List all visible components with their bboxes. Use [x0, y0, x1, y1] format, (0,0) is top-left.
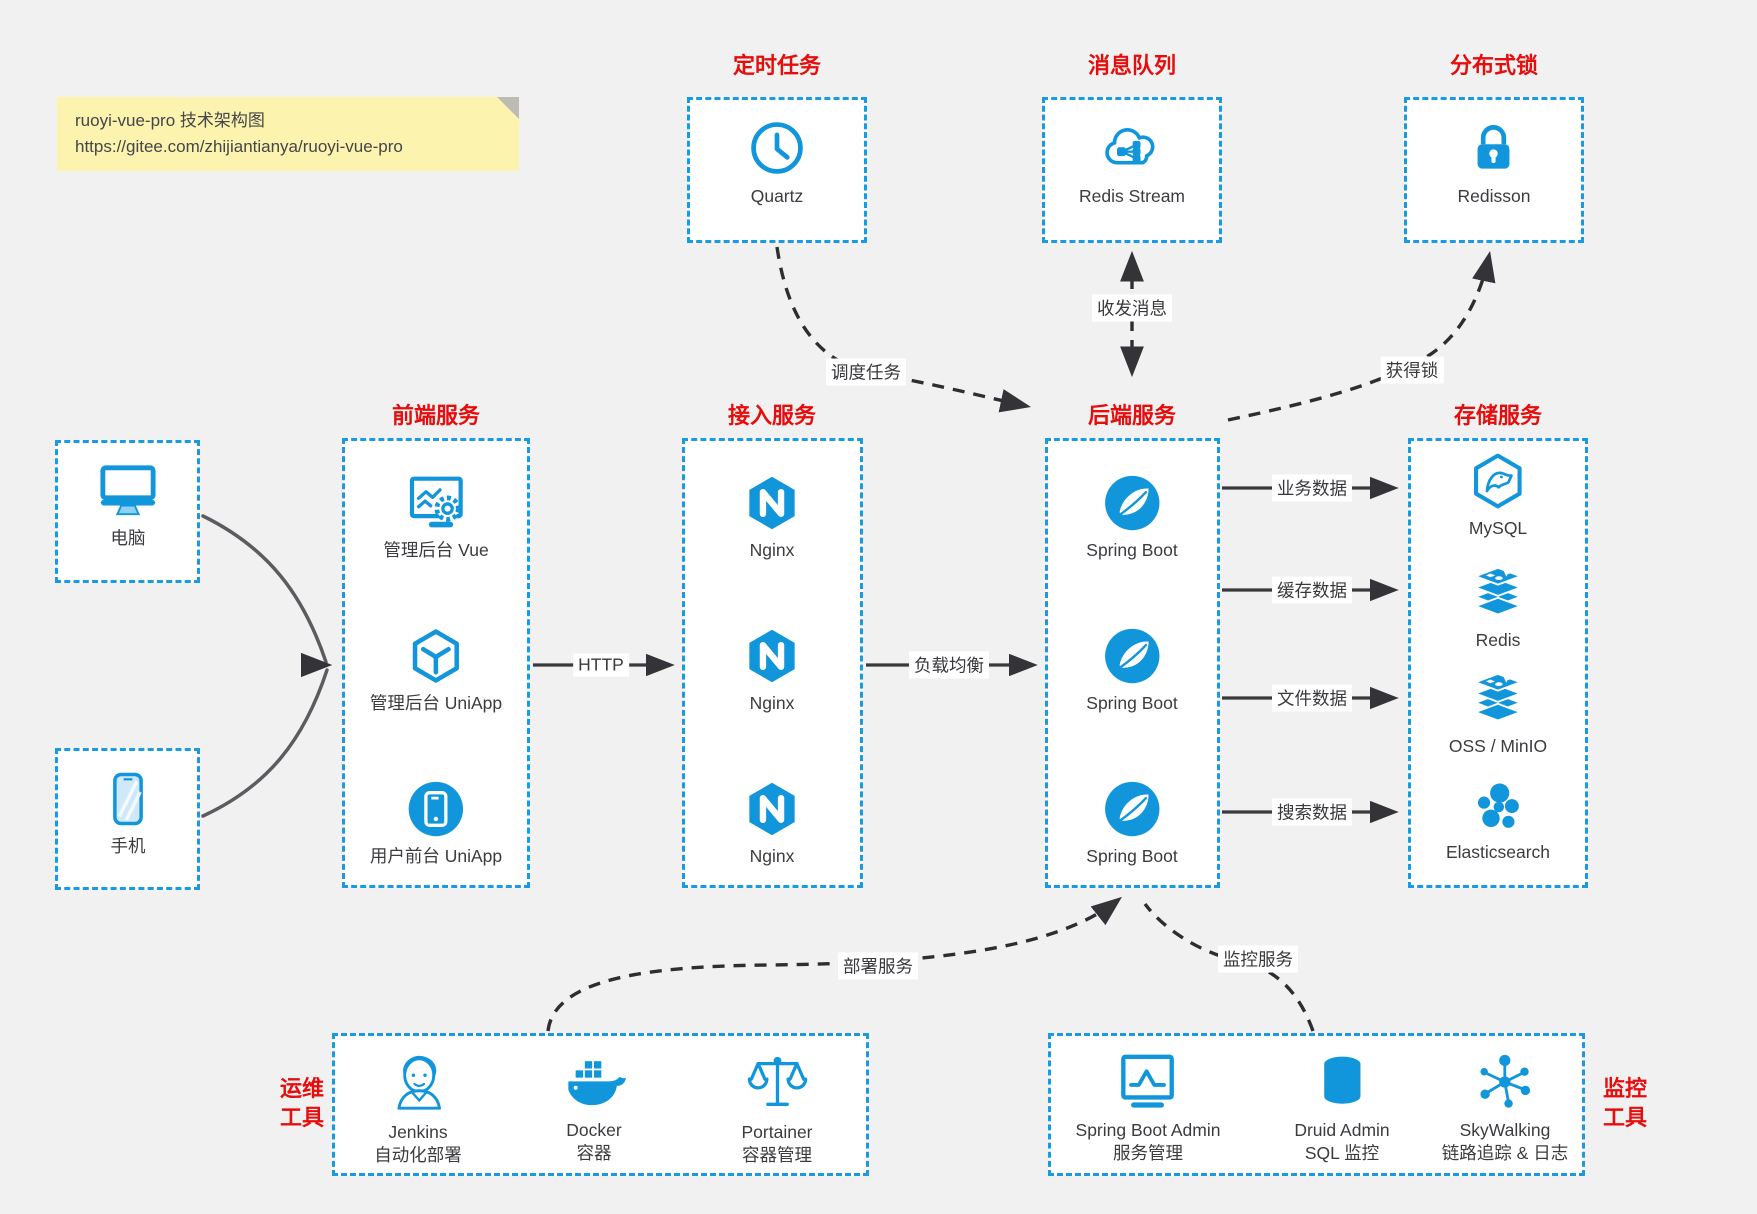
nginx-icon	[749, 629, 795, 683]
box-mq	[1042, 97, 1222, 243]
database-icon	[1322, 1054, 1362, 1106]
nginx-icon	[749, 476, 795, 530]
node-redisson: Redisson	[1458, 118, 1530, 208]
group-title-ops: 运维 工具	[279, 1076, 324, 1130]
edge-label-cache-data: 缓存数据	[1272, 576, 1352, 604]
mysql-icon	[1474, 453, 1522, 509]
node-portainer: Portainer 容器管理	[741, 1052, 813, 1167]
note-url: https://gitee.com/zhijiantianya/ruoyi-vu…	[75, 137, 403, 156]
node-phone: 手机	[100, 770, 156, 858]
edge-label-schedule: 调度任务	[826, 358, 906, 386]
cube-icon	[412, 629, 460, 683]
node-jenkins: Jenkins 自动化部署	[374, 1052, 462, 1167]
edge-label-monitoring: 监控服务	[1218, 945, 1298, 973]
node-springboot-1: Spring Boot	[1086, 474, 1178, 562]
acquire-lock-arrow	[1227, 251, 1496, 422]
nginx-icon	[749, 782, 795, 836]
portainer-scales-icon	[747, 1056, 807, 1106]
edge-label-file-data: 文件数据	[1272, 684, 1352, 712]
group-title-lock: 分布式锁	[1449, 53, 1539, 78]
edge-label-search-data: 搜索数据	[1272, 798, 1352, 826]
node-redis: Redis	[1468, 566, 1528, 652]
group-title-mq: 消息队列	[1087, 53, 1177, 78]
node-oss-minio: OSS / MinIO	[1449, 672, 1547, 758]
sticky-note-fold-corner	[497, 97, 519, 119]
node-nginx-3: Nginx	[743, 780, 801, 868]
spring-boot-icon	[1104, 628, 1160, 684]
docker-icon	[568, 1061, 627, 1106]
note-title: ruoyi-vue-pro 技术架构图	[75, 111, 265, 130]
deploy-arrow	[546, 896, 1122, 1032]
group-title-monitor: 监控 工具	[1603, 1076, 1648, 1130]
elasticsearch-icon	[1477, 783, 1519, 828]
group-title-scheduled: 定时任务	[732, 53, 822, 78]
edge-label-message: 收发消息	[1092, 294, 1172, 322]
desktop-icon	[100, 465, 156, 516]
node-elasticsearch: Elasticsearch	[1446, 780, 1550, 864]
spring-boot-icon	[1104, 475, 1160, 531]
node-redis-stream: Redis Stream	[1079, 118, 1185, 208]
edge-label-biz-data: 业务数据	[1272, 474, 1352, 502]
node-docker: Docker 容器	[561, 1058, 627, 1165]
node-springboot-2: Spring Boot	[1086, 627, 1178, 715]
node-spring-boot-admin: Spring Boot Admin 服务管理	[1076, 1052, 1220, 1165]
node-admin-vue: 管理后台 Vue	[383, 474, 489, 562]
redis-stack-icon	[1472, 566, 1524, 616]
node-nginx-2: Nginx	[743, 627, 801, 715]
lock-icon	[1478, 125, 1510, 169]
box-lock	[1404, 97, 1584, 243]
cloud-share-icon	[1105, 128, 1155, 165]
jenkins-icon	[397, 1055, 441, 1110]
node-nginx-1: Nginx	[743, 474, 801, 562]
edge-label-deploy: 部署服务	[838, 952, 918, 980]
node-user-uniapp: 用户前台 UniApp	[370, 780, 502, 868]
node-admin-uniapp: 管理后台 UniApp	[370, 627, 502, 715]
node-druid-admin: Druid Admin SQL 监控	[1294, 1052, 1390, 1165]
mobile-app-circle-icon	[408, 781, 464, 837]
node-springboot-3: Spring Boot	[1086, 780, 1178, 868]
box-storage	[1408, 438, 1588, 888]
spring-boot-icon	[1104, 781, 1160, 837]
node-quartz: Quartz	[747, 118, 807, 208]
storage-stack-icon	[1472, 672, 1524, 722]
solid-arrows	[533, 476, 1399, 824]
node-skywalking: SkyWalking 链路追踪 & 日志	[1442, 1052, 1568, 1165]
edge-label-acquire-lock: 获得锁	[1380, 356, 1444, 384]
node-mysql: MySQL	[1469, 452, 1527, 540]
hub-spoke-icon	[1480, 1054, 1531, 1108]
phone-icon	[113, 772, 143, 826]
group-title-backend: 后端服务	[1087, 403, 1177, 428]
sticky-note: ruoyi-vue-pro 技术架构图 https://gitee.com/zh…	[57, 97, 519, 171]
client-to-frontend-curves	[201, 514, 333, 818]
admin-screen-gear-icon	[409, 476, 463, 528]
edge-label-http: HTTP	[573, 653, 629, 677]
group-title-storage: 存储服务	[1453, 403, 1543, 428]
group-title-frontend: 前端服务	[391, 403, 481, 428]
node-pc: 电脑	[97, 462, 159, 550]
group-title-gateway: 接入服务	[727, 403, 817, 428]
clock-icon	[751, 122, 803, 174]
monitor-chart-icon	[1121, 1054, 1175, 1108]
edge-label-load-balance: 负载均衡	[909, 651, 989, 679]
